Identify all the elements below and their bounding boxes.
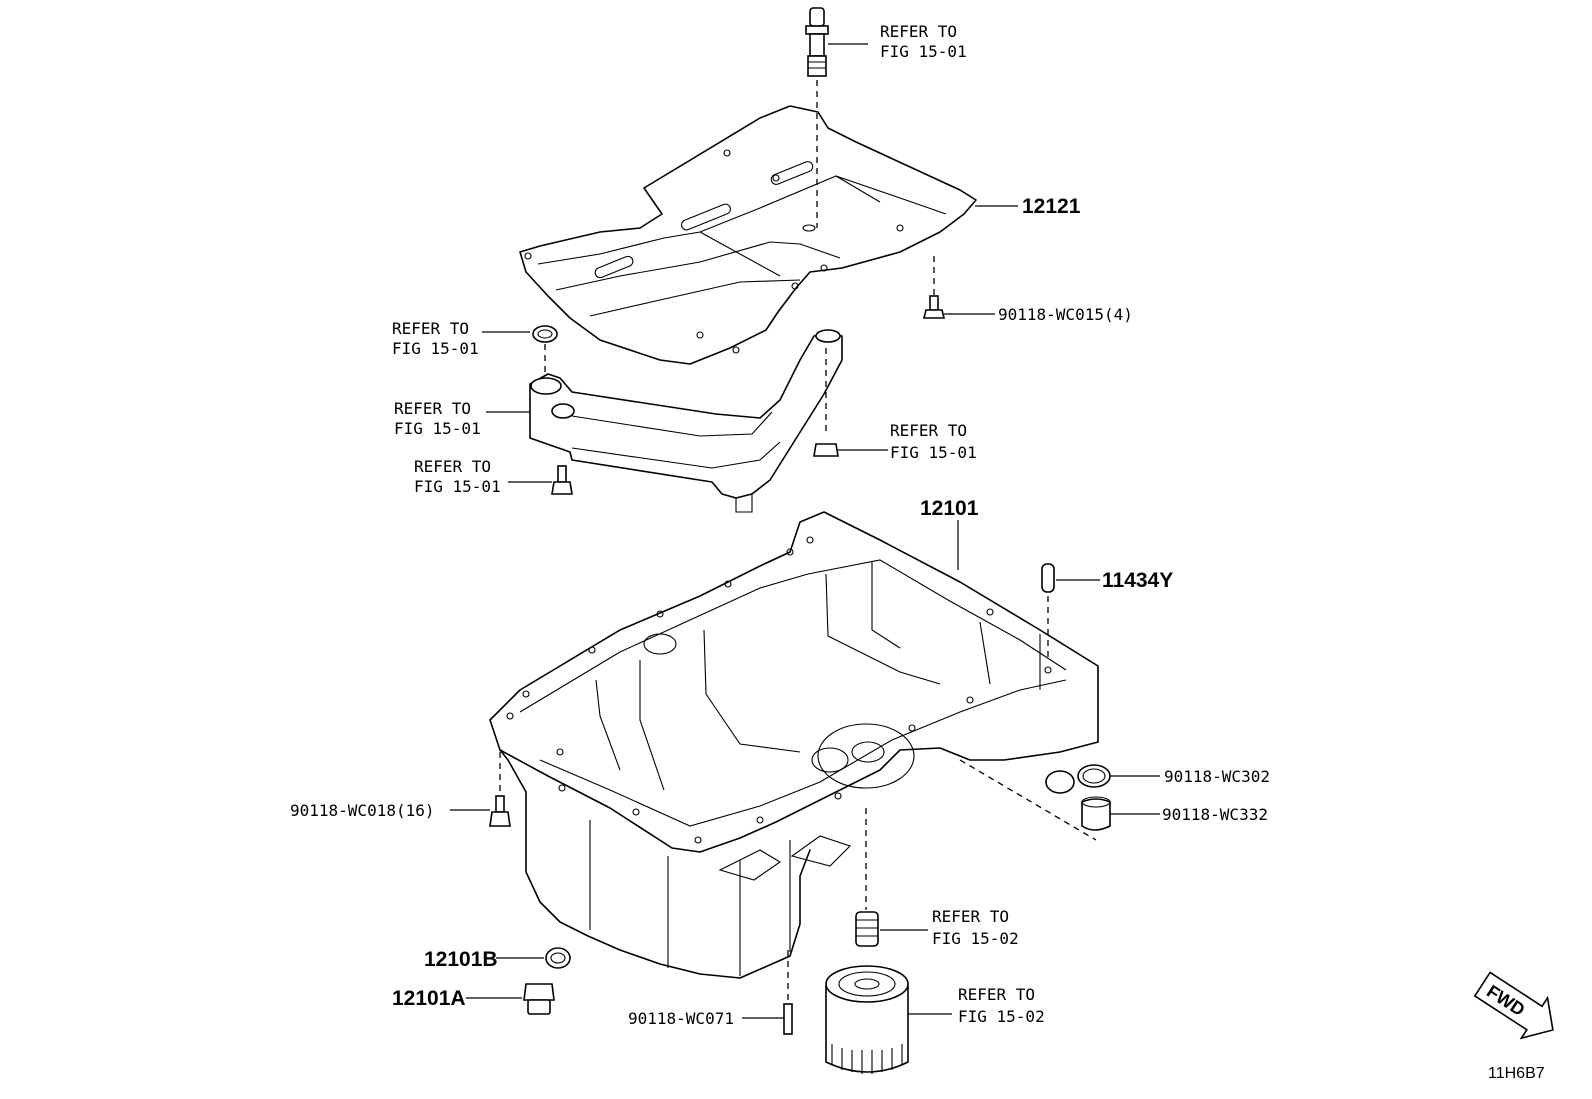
ref-strainer-bolt-line2: FIG 15-01	[414, 477, 501, 496]
drain-gasket[interactable]	[545, 947, 571, 969]
fastener-stud: 90118-WC071	[628, 1009, 734, 1028]
dowel-pin[interactable]	[1041, 563, 1055, 593]
strainer-nut[interactable]	[813, 443, 839, 457]
oil-strainer[interactable]	[529, 329, 843, 513]
fastener-pan-bolt: 90118-WC018(16)	[290, 801, 435, 820]
pan-plug[interactable]	[1081, 796, 1111, 831]
fastener-pan-plug: 90118-WC332	[1162, 805, 1268, 824]
part-number-oil-pan: 12101	[920, 497, 979, 520]
ref-strainer-oring-line2: FIG 15-01	[392, 339, 479, 358]
ref-filter-union-line1: REFER TO	[932, 907, 1009, 926]
gasket-ring[interactable]	[1045, 764, 1111, 794]
fwd-arrow-icon: FWD	[1473, 971, 1554, 1040]
baffle-plate[interactable]	[519, 105, 977, 365]
ref-strainer-nut-line1: REFER TO	[890, 421, 967, 440]
ref-oil-filter-line1: REFER TO	[958, 985, 1035, 1004]
oil-pan[interactable]	[489, 511, 1099, 979]
pan-bolt[interactable]	[489, 795, 511, 827]
ref-strainer-bolt-line1: REFER TO	[414, 457, 491, 476]
part-number-drain-gasket: 12101B	[424, 948, 498, 971]
top-stud[interactable]	[805, 7, 829, 77]
stud[interactable]	[783, 1003, 793, 1035]
fastener-baffle-bolt: 90118-WC015(4)	[998, 305, 1133, 324]
part-number-drain-plug: 12101A	[392, 987, 466, 1010]
part-number-baffle-plate: 12121	[1022, 195, 1081, 218]
oil-filter[interactable]	[825, 965, 909, 1074]
drain-plug[interactable]	[523, 983, 555, 1015]
ref-filter-union-line2: FIG 15-02	[932, 929, 1019, 948]
ref-strainer-oring-line1: REFER TO	[392, 319, 469, 338]
ref-strainer-nut-line2: FIG 15-01	[890, 443, 977, 462]
baffle-bolt[interactable]	[922, 295, 946, 319]
ref-strainer-line1: REFER TO	[394, 399, 471, 418]
fastener-gasket-ring: 90118-WC302	[1164, 767, 1270, 786]
ref-strainer-line2: FIG 15-01	[394, 419, 481, 438]
ref-oil-filter-line2: FIG 15-02	[958, 1007, 1045, 1026]
ref-top-stud-line1: REFER TO	[880, 22, 957, 41]
filter-union[interactable]	[855, 911, 879, 947]
strainer-bolt[interactable]	[551, 465, 573, 495]
figure-id: 11H6B7	[1488, 1065, 1545, 1082]
part-number-pin: 11434Y	[1102, 569, 1173, 592]
strainer-oring[interactable]	[532, 325, 558, 343]
ref-top-stud-line2: FIG 15-01	[880, 42, 967, 61]
